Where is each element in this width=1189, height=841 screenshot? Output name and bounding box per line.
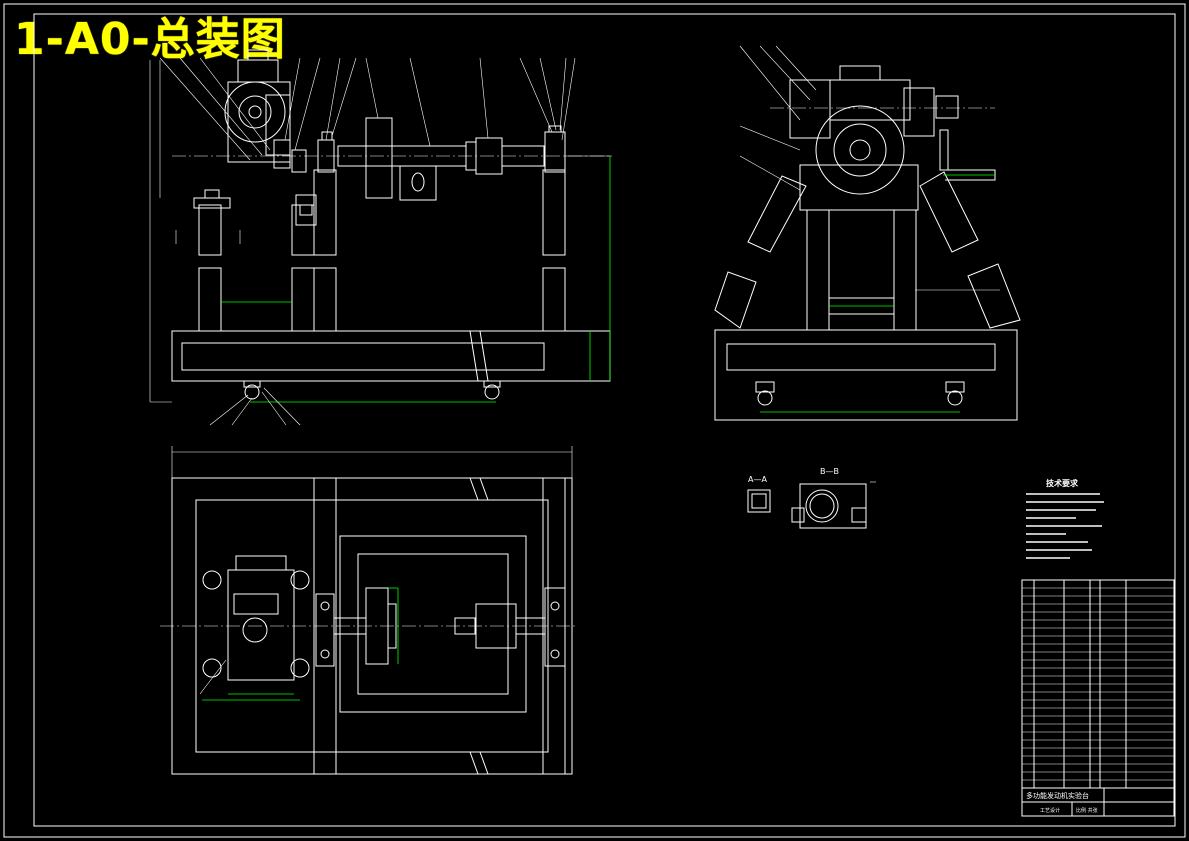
outer-border (3, 3, 1186, 838)
section-bb-label: B—B (820, 467, 839, 476)
drawing-title: 1-A0-总装图 (14, 14, 286, 65)
title-block-sub1: 工艺设计 (1040, 807, 1060, 814)
inner-border (33, 13, 1176, 827)
technical-requirements: 技术要求 (1026, 478, 1104, 559)
title-block-name: 多功能发动机实验台 (1026, 791, 1089, 800)
top-view (160, 446, 575, 775)
section-views: A—A B—B (747, 467, 876, 529)
front-view (149, 49, 612, 426)
tech-requirements-title: 技术要求 (1046, 478, 1079, 488)
parts-list-table: 多功能发动机实验台 工艺设计 比例 共张 (1021, 579, 1175, 817)
title-block-sub2: 比例 共张 (1076, 807, 1098, 814)
section-aa-label: A—A (748, 475, 767, 484)
side-view (714, 45, 1021, 421)
